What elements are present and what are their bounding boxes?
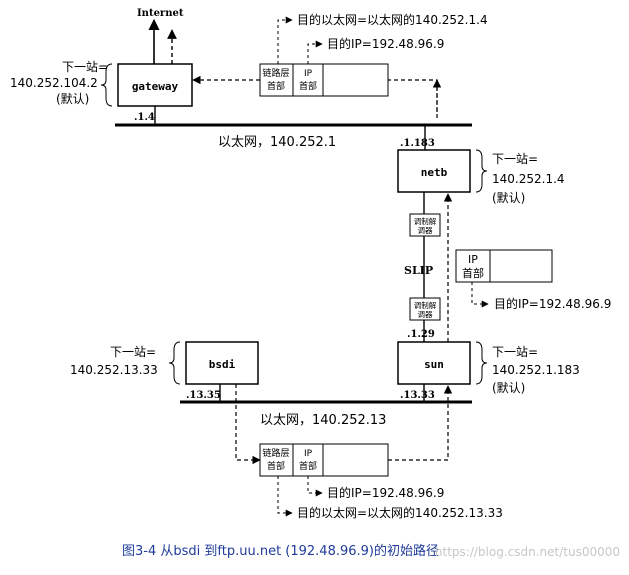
- bottom-frame-ip-1: IP: [304, 449, 313, 459]
- slip-frame-ip-1: IP: [468, 253, 478, 266]
- gateway-label: gateway: [132, 80, 179, 93]
- bottom-frame-ip-2: 首部: [299, 460, 317, 472]
- top-ip-leader: [307, 40, 323, 64]
- gateway-nexthop-2: 140.252.104.2: [10, 76, 98, 90]
- top-eth-leader: [277, 16, 293, 64]
- path-frame-to-sun: [388, 385, 453, 461]
- netb-label: netb: [421, 166, 448, 179]
- netb-brace: [475, 149, 488, 193]
- netb-top-if: .1.183: [400, 138, 435, 149]
- internet-label: Internet: [137, 8, 184, 19]
- modem-upper-1: 调制解: [414, 216, 437, 226]
- slip-frame: [455, 249, 553, 283]
- bsdi-host: [185, 341, 259, 385]
- gateway-brace: [100, 63, 113, 107]
- top-frame-link-2: 首部: [267, 80, 285, 92]
- modem-lower-2: 调器: [418, 310, 433, 319]
- bsdi-if: .13.35: [186, 390, 221, 401]
- sun-slip-if: .1.29: [407, 329, 435, 340]
- sun-label: sun: [424, 358, 444, 371]
- gateway-nexthop-3: (默认): [56, 91, 89, 106]
- bsdi-brace: [168, 341, 181, 385]
- bottom-frame-link-1: 链路层: [262, 447, 289, 459]
- sun-host: [397, 341, 471, 385]
- gateway-host: [117, 63, 193, 107]
- figure-caption: 图3-4 从bsdi 到ftp.uu.net (192.48.96.9)的初始路…: [122, 543, 439, 559]
- slip-frame-ip-2: 首部: [462, 266, 484, 280]
- bottom-frame: [259, 443, 389, 477]
- path-netb-to-frame: [388, 79, 438, 118]
- bsdi-label: bsdi: [209, 358, 236, 371]
- bottom-ip-leader: [307, 476, 323, 497]
- top-eth-dest: 目的以太网=以太网的140.252.1.4: [297, 12, 488, 27]
- bottom-eth-dest: 目的以太网=以太网的140.252.13.33: [297, 505, 503, 520]
- bottom-frame-link-2: 首部: [267, 460, 285, 472]
- top-frame-link-1: 链路层: [262, 67, 289, 79]
- slip-label: SLIP: [404, 264, 433, 277]
- modem-lower-1: 调制解: [414, 300, 437, 310]
- path-bsdi-down: [235, 384, 261, 465]
- sun-nexthop-2: 140.252.1.183: [492, 363, 580, 377]
- netb-nexthop-3: (默认): [492, 190, 525, 205]
- gateway-nexthop-1: 下一站=: [62, 60, 108, 74]
- bottom-ethernet-label: 以太网，140.252.13: [260, 413, 386, 428]
- slip-ip-dest: 目的IP=192.48.96.9: [494, 296, 611, 311]
- top-ip-dest: 目的IP=192.48.96.9: [327, 36, 444, 51]
- modem-lower: [409, 297, 441, 321]
- modem-upper-2: 调器: [418, 226, 433, 235]
- modem-upper: [409, 213, 441, 237]
- netb-host: [397, 149, 471, 193]
- bottom-eth-leader: [277, 476, 293, 517]
- top-frame-ip-2: 首部: [299, 80, 317, 92]
- netb-nexthop-1: 下一站=: [492, 152, 538, 166]
- bsdi-nexthop-2: 140.252.13.33: [70, 363, 158, 377]
- sun-nexthop-1: 下一站=: [492, 345, 538, 359]
- slip-ip-leader: [471, 282, 489, 308]
- bottom-ip-dest: 目的IP=192.48.96.9: [327, 485, 444, 500]
- sun-eth-if: .13.33: [400, 390, 435, 401]
- watermark: https://blog.csdn.net/tus00000: [435, 545, 620, 559]
- gateway-if-label: .1.4: [134, 112, 155, 123]
- bsdi-nexthop-1: 下一站=: [110, 345, 156, 359]
- sun-brace: [475, 341, 488, 385]
- sun-nexthop-3: (默认): [492, 380, 525, 395]
- top-ethernet-label: 以太网，140.252.1: [218, 135, 336, 150]
- top-frame-ip-1: IP: [304, 69, 313, 79]
- netb-nexthop-2: 140.252.1.4: [492, 172, 565, 186]
